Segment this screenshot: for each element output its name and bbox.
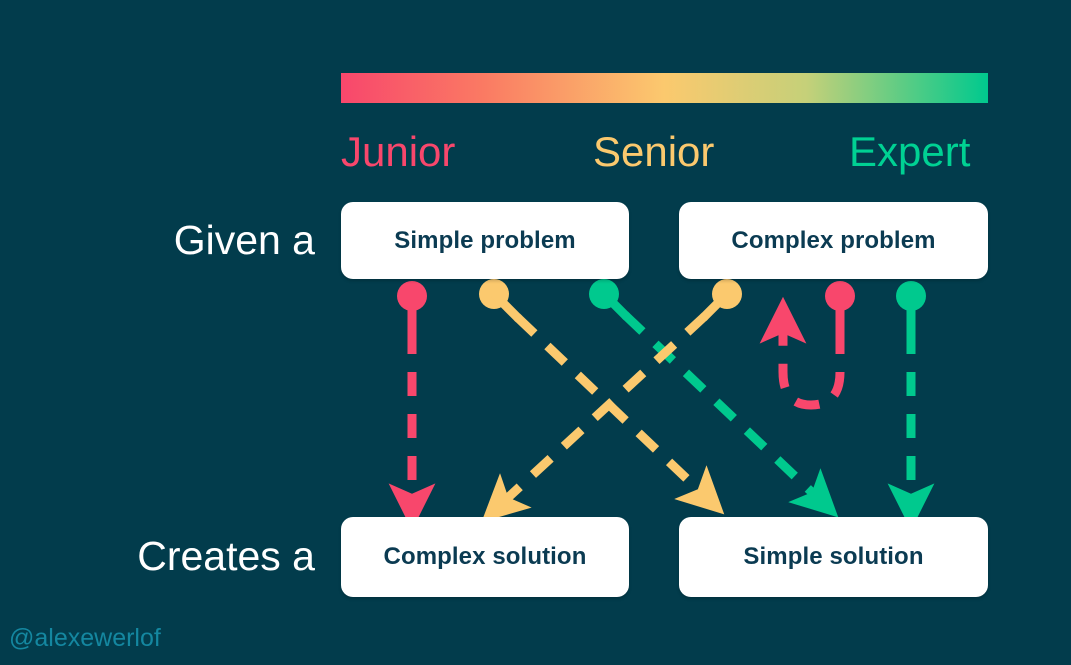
flow-origin-dot-junior-left — [397, 281, 427, 311]
node-complex-problem: Complex problem — [679, 202, 988, 279]
flow-line-junior-complex-loop — [759, 296, 845, 410]
flow-origin-dot-junior-right — [825, 281, 855, 311]
flow-line-senior-simple-to-simple — [513, 313, 725, 515]
flow-junior-simple-to-complex — [388, 281, 436, 531]
node-simple-problem: Simple problem — [341, 202, 629, 279]
flow-line-expert-simple-to-simple — [621, 311, 839, 518]
flow-origin-dot-senior-left — [479, 279, 509, 309]
flow-senior-complex-to-complex — [481, 279, 742, 523]
row-label-given-a: Given a — [173, 217, 315, 263]
node-simple-solution: Simple solution — [679, 517, 988, 597]
flow-junior-complex-loop — [759, 281, 855, 410]
level-label-senior: Senior — [593, 128, 715, 175]
flow-origin-dot-expert-left — [589, 279, 619, 309]
flow-stem-senior-right — [699, 290, 731, 322]
flow-stem-senior-left — [490, 290, 523, 323]
gradient-bar-svg — [341, 73, 988, 103]
row-label-creates-a: Creates a — [137, 533, 315, 579]
level-label-expert: Expert — [849, 128, 971, 175]
level-label-junior: Junior — [341, 128, 456, 175]
flow-expert-complex-to-simple — [887, 281, 935, 531]
flow-origin-dot-expert-right — [896, 281, 926, 311]
flow-line-senior-complex-to-complex — [481, 312, 709, 523]
flow-origin-dot-senior-right — [712, 279, 742, 309]
flow-stem-expert-left — [600, 290, 631, 321]
author-watermark: @alexewerlof — [9, 624, 161, 652]
experience-level-gradient-bar — [341, 73, 988, 103]
node-complex-solution: Complex solution — [341, 517, 629, 597]
flow-expert-simple-to-simple — [589, 279, 839, 518]
flow-senior-simple-to-simple — [479, 279, 725, 515]
